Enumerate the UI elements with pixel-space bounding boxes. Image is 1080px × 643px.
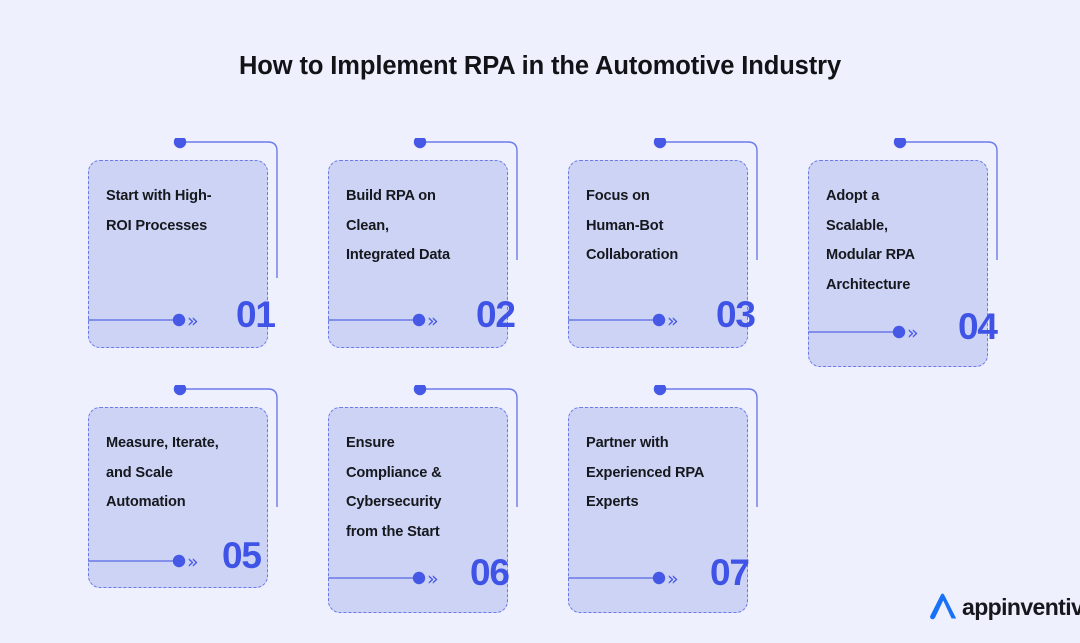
step-4-top-dot xyxy=(893,138,907,149)
step-card-2[interactable]: Build RPA on Clean, Integrated Data » 02 xyxy=(328,138,538,348)
step-1-number: 01 xyxy=(236,294,276,335)
brand-logo: appinventiv xyxy=(928,592,1080,622)
step-card-6[interactable]: Ensure Compliance & Cybersecurity from t… xyxy=(328,385,538,613)
step-2-number: 02 xyxy=(476,294,516,335)
step-4-number: 04 xyxy=(958,306,998,347)
step-3-arrow-icon: » xyxy=(667,310,679,332)
brand-name: appinventiv xyxy=(962,593,1080,620)
step-7-top-dot xyxy=(653,385,667,396)
step-5-number: 05 xyxy=(222,535,262,576)
step-4-label: Adopt a Scalable, Modular RPA Architectu… xyxy=(826,188,915,293)
step-1-arrow-icon: » xyxy=(187,310,199,332)
page-title: How to Implement RPA in the Automotive I… xyxy=(238,52,842,80)
step-1-top-dot xyxy=(173,138,187,149)
step-2-top-dot xyxy=(413,138,427,149)
step-card-7[interactable]: Partner with Experienced RPA Experts » 0… xyxy=(568,385,778,613)
step-card-5[interactable]: Measure, Iterate, and Scale Automation »… xyxy=(88,385,298,595)
step-3-top-dot xyxy=(653,138,667,149)
step-7-number: 07 xyxy=(710,552,750,593)
appinventiv-a-mark-icon xyxy=(930,593,957,620)
step-3-label: Focus on Human-Bot Collaboration xyxy=(586,188,679,263)
step-6-top-dot xyxy=(413,385,427,396)
step-5-arrow-icon: » xyxy=(187,551,199,573)
step-6-label: Ensure Compliance & Cybersecurity from t… xyxy=(346,435,442,540)
step-2-label: Build RPA on Clean, Integrated Data xyxy=(346,188,450,263)
step-5-label: Measure, Iterate, and Scale Automation xyxy=(106,435,219,510)
step-card-3[interactable]: Focus on Human-Bot Collaboration » 03 xyxy=(568,138,778,348)
step-7-arrow-icon: » xyxy=(667,568,679,590)
step-4-arrow-icon: » xyxy=(907,322,919,344)
step-6-arrow-icon: » xyxy=(427,568,439,590)
step-card-1[interactable]: Start with High- ROI Processes » 01 xyxy=(88,138,298,348)
step-5-top-dot xyxy=(173,385,187,396)
step-1-label: Start with High- ROI Processes xyxy=(106,188,212,234)
step-card-4[interactable]: Adopt a Scalable, Modular RPA Architectu… xyxy=(808,138,1023,367)
step-6-number: 06 xyxy=(470,552,510,593)
step-3-number: 03 xyxy=(716,294,756,335)
step-2-arrow-icon: » xyxy=(427,310,439,332)
step-7-label: Partner with Experienced RPA Experts xyxy=(586,435,705,510)
